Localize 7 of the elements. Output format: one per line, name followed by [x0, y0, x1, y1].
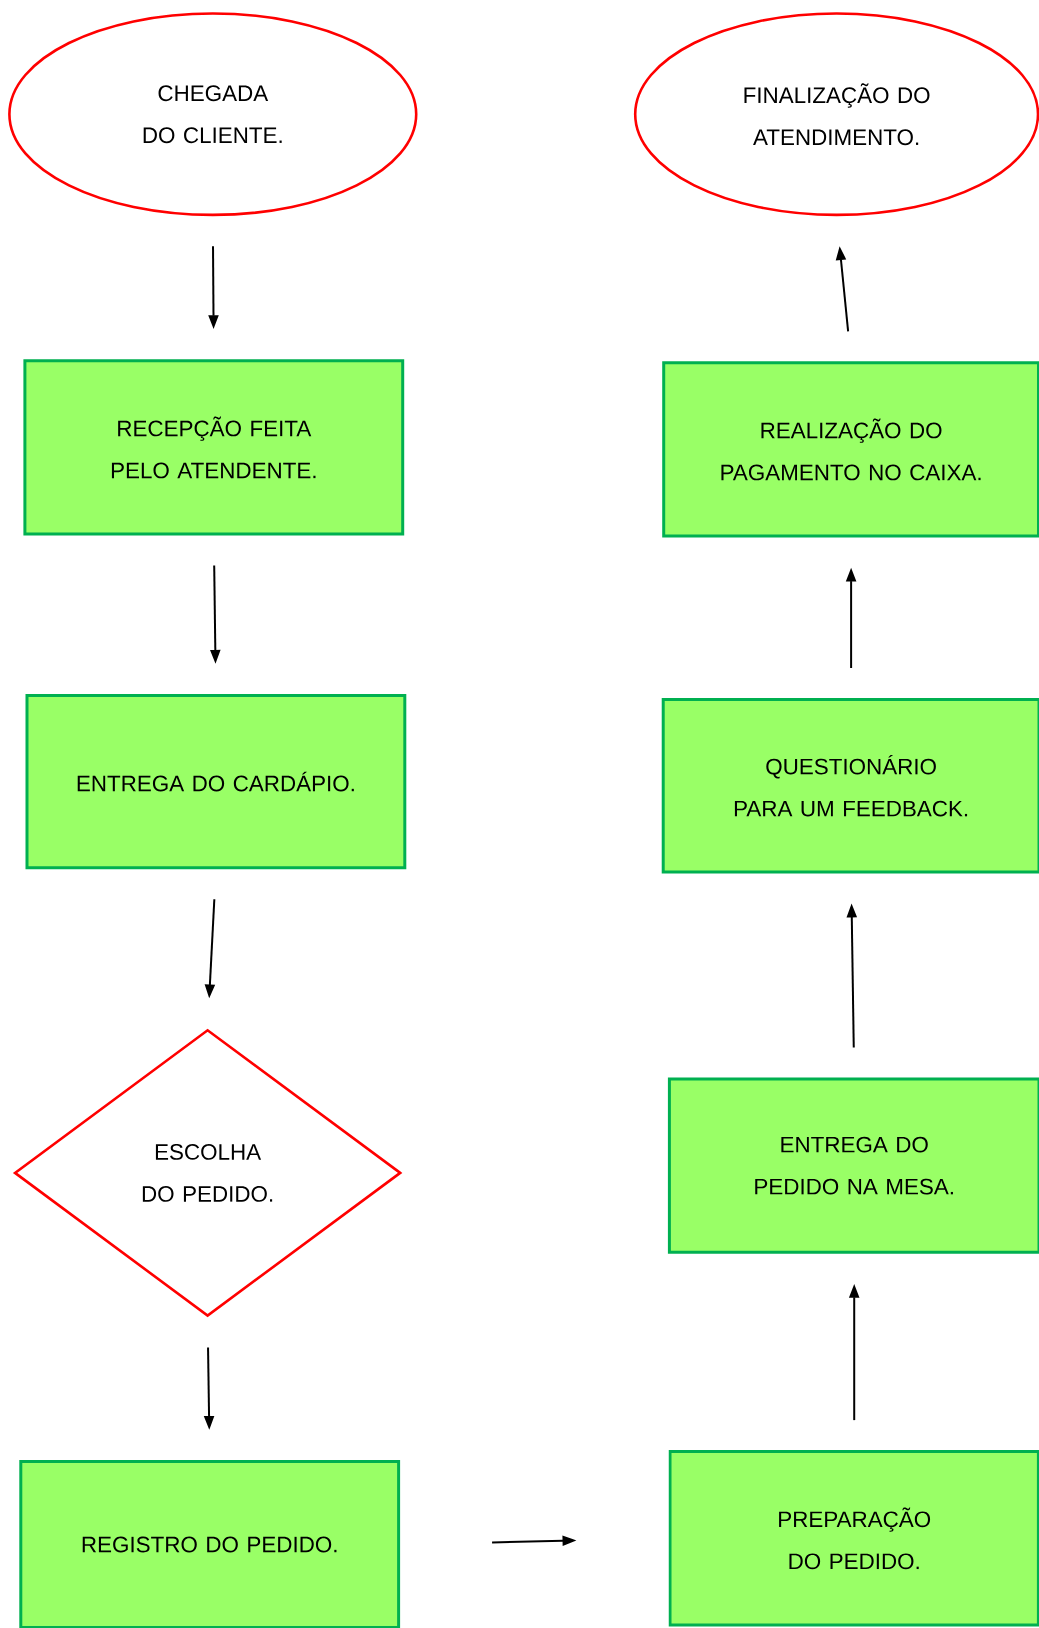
- process-box: ENTREGA DO CARDÁPIO.: [25, 693, 407, 870]
- process-box: QUESTIONÁRIO PARA UM FEEDBACK.: [661, 698, 1039, 874]
- process-box: RECEPÇÃO FEITA PELO ATENDENTE.: [23, 359, 405, 536]
- process-box: REGISTRO DO PEDIDO.: [19, 1460, 401, 1628]
- process-box: PREPARAÇÃO DO PEDIDO.: [668, 1450, 1039, 1627]
- process-box: ENTREGA DO PEDIDO NA MESA.: [667, 1077, 1039, 1254]
- process-box: REALIZAÇÃO DO PAGAMENTO NO CAIXA.: [662, 361, 1039, 538]
